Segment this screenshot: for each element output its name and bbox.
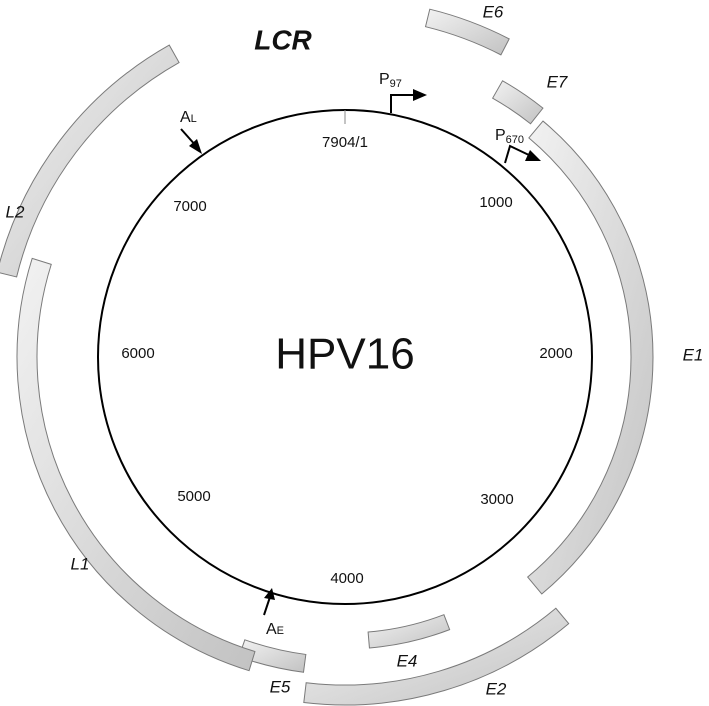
promoter-p97-main: P [379,71,390,88]
promoter-p97: P97 [379,71,427,113]
gene-label-l2: L2 [6,202,25,221]
e5-bar [238,639,307,673]
gene-label-e2: E2 [486,679,507,698]
promoter-p97-arrow [390,94,415,113]
svg-text:AL: AL [180,109,197,126]
e4-bar [367,614,451,649]
promoter-p670-main: P [495,127,506,144]
gene-label-l1: L1 [71,554,90,573]
polya-early-main: A [266,621,277,638]
position-label-6000: 6000 [121,345,154,362]
polya-late-main: A [180,109,191,126]
polya-early-arrow [263,596,271,616]
polya-late-sub: L [191,113,197,125]
position-label-2000: 2000 [539,345,572,362]
polya-late: AL [180,109,202,154]
genome-title: HPV16 [275,330,414,379]
l1-bar [16,257,256,672]
e6-bar [424,8,510,56]
polya-early-sub: E [277,625,284,637]
svg-text:P670: P670 [495,127,524,146]
position-label-4000: 4000 [330,570,363,587]
polya-late-arrowhead [189,139,202,154]
gene-label-e7: E7 [547,72,568,91]
gene-label-e1: E1 [683,345,704,364]
position-label-7000: 7000 [173,198,206,215]
svg-text:AE: AE [266,621,284,638]
position-label-3000: 3000 [480,491,513,508]
promoter-p670-sub: 670 [506,134,524,146]
position-label-1000: 1000 [479,194,512,211]
gene-label-e4: E4 [397,651,418,670]
e1-bar [526,120,654,595]
promoter-p670-arrowhead [525,150,541,161]
gene-label-e5: E5 [270,677,291,696]
gene-label-e6: E6 [483,2,504,21]
promoter-p97-sub: 97 [390,78,402,90]
lcr-label: LCR [254,24,312,55]
e7-bar [491,80,544,125]
e2-bar [303,607,570,706]
gene-bars [0,8,654,706]
position-label-5000: 5000 [177,488,210,505]
origin-label: 7904/1 [322,134,368,151]
polya-early-arrowhead [264,588,275,600]
polya-early: AE [263,588,284,638]
promoter-p97-arrowhead [413,89,427,101]
l2-bar [0,44,180,278]
svg-text:P97: P97 [379,71,402,90]
promoter-p670-arrow [504,144,532,164]
promoter-p670: P670 [495,127,541,164]
